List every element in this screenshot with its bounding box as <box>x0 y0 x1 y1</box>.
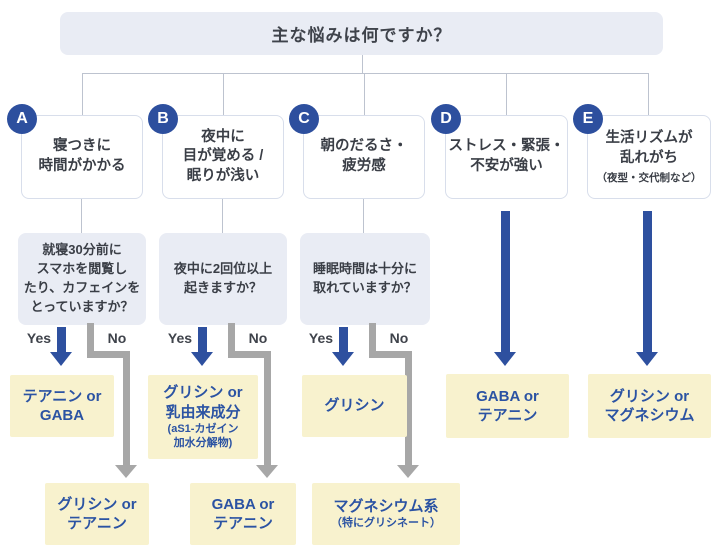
no-arrowhead-icon-a <box>115 465 137 478</box>
badge-c: C <box>289 104 319 134</box>
no-elbow-c <box>369 323 376 358</box>
result-box-d: GABA or テアニン <box>446 374 569 438</box>
no-elbow-b <box>228 351 271 358</box>
result-box-c-yes: グリシン <box>302 375 407 437</box>
down-arrowhead-icon-d <box>494 352 516 366</box>
connector-question-a <box>81 199 82 233</box>
down-arrow-e <box>643 211 652 353</box>
no-arrowhead-icon-c <box>397 465 419 478</box>
no-elbow-c <box>405 351 412 466</box>
result-text-c-no: マグネシウム系 <box>333 497 439 515</box>
concern-label-b: 夜中に 目が覚める / 眠りが浅い <box>182 128 264 184</box>
result-box-c-no: マグネシウム系 （特にグリシネート） <box>312 483 460 545</box>
concern-box-c: 朝のだるさ・ 疲労感 <box>303 115 425 199</box>
badge-a: A <box>7 104 37 134</box>
connector-drop-a <box>82 73 83 115</box>
concern-label-a: 寝つきに 時間がかかる <box>38 138 126 174</box>
concern-note-e: （夜型・交代制など） <box>596 172 702 185</box>
no-elbow-a <box>123 351 130 466</box>
question-box-c: 睡眠時間は十分に 取れていますか？ <box>300 233 430 325</box>
no-elbow-a <box>87 351 130 358</box>
yes-arrow-b <box>198 327 207 353</box>
concern-label-e: 生活リズムが 乱れがち <box>605 129 693 166</box>
result-box-e: グリシン or マグネシウム <box>588 374 711 438</box>
connector-question-c <box>363 199 364 233</box>
connector-drop-c <box>364 73 365 115</box>
result-box-a-no: グリシン or テアニン <box>45 483 149 545</box>
result-note-b-yes: (aS1-カゼイン 加水分解物) <box>167 423 239 449</box>
question-text-a: 就寝30分前に スマホを閲覧し たり、カフェインを とっていますか？ <box>23 242 141 314</box>
result-text-e: グリシン or マグネシウム <box>604 387 695 425</box>
badge-d: D <box>431 104 461 134</box>
result-note-c-no: （特にグリシネート） <box>331 517 441 530</box>
down-arrow-d <box>501 211 510 353</box>
yes-arrow-c <box>339 327 348 353</box>
no-elbow-a <box>87 323 94 358</box>
yes-label-b: Yes <box>167 330 193 346</box>
no-elbow-c <box>369 351 412 358</box>
result-text-c-yes: グリシン <box>324 397 385 415</box>
connector-drop-e <box>648 73 649 115</box>
result-box-a-yes: テアニン or GABA <box>10 375 114 437</box>
no-label-b: No <box>248 330 268 346</box>
yes-label-c: Yes <box>308 330 334 346</box>
result-text-b-yes: グリシン or 乳由来成分 <box>163 384 243 421</box>
result-box-b-yes: グリシン or 乳由来成分 (aS1-カゼイン 加水分解物) <box>148 375 258 459</box>
connector-drop-d <box>506 73 507 115</box>
concern-box-d: ストレス・緊張・ 不安が強い <box>445 115 568 199</box>
yes-arrow-a <box>57 327 66 353</box>
concern-box-e: 生活リズムが 乱れがち （夜型・交代制など） <box>587 115 711 199</box>
result-box-b-no: GABA or テアニン <box>190 483 296 545</box>
no-arrowhead-icon-b <box>256 465 278 478</box>
result-text-d: GABA or テアニン <box>476 387 539 425</box>
connector-horizontal <box>82 73 648 74</box>
concern-label-c: 朝のだるさ・ 疲労感 <box>320 138 408 174</box>
result-text-a-no: グリシン or テアニン <box>57 495 137 533</box>
no-label-c: No <box>389 330 409 346</box>
badge-e: E <box>573 104 603 134</box>
concern-label-d: ストレス・緊張・ 不安が強い <box>448 138 565 174</box>
yes-label-a: Yes <box>26 330 52 346</box>
yes-arrowhead-icon-a <box>50 352 72 366</box>
result-text-b-no: GABA or テアニン <box>211 495 275 533</box>
yes-arrowhead-icon-c <box>332 352 354 366</box>
concern-box-a: 寝つきに 時間がかかる <box>21 115 143 199</box>
connector-question-b <box>222 199 223 233</box>
question-box-a: 就寝30分前に スマホを閲覧し たり、カフェインを とっていますか？ <box>18 233 146 325</box>
no-elbow-b <box>264 351 271 466</box>
down-arrowhead-icon-e <box>636 352 658 366</box>
badge-b: B <box>148 104 178 134</box>
yes-arrowhead-icon-b <box>191 352 213 366</box>
result-text-a-yes: テアニン or GABA <box>22 387 102 425</box>
question-text-c: 睡眠時間は十分に 取れていますか？ <box>312 261 417 295</box>
concern-box-b: 夜中に 目が覚める / 眠りが浅い <box>162 115 284 199</box>
connector-stem <box>362 55 363 73</box>
question-text-b: 夜中に2回位以上 起きますか？ <box>173 261 273 295</box>
no-elbow-b <box>228 323 235 358</box>
connector-drop-b <box>223 73 224 115</box>
main-question-text: 主な悩みは何ですか？ <box>271 26 452 45</box>
main-question-box: 主な悩みは何ですか？ <box>60 12 663 55</box>
no-label-a: No <box>107 330 127 346</box>
question-box-b: 夜中に2回位以上 起きますか？ <box>159 233 287 325</box>
